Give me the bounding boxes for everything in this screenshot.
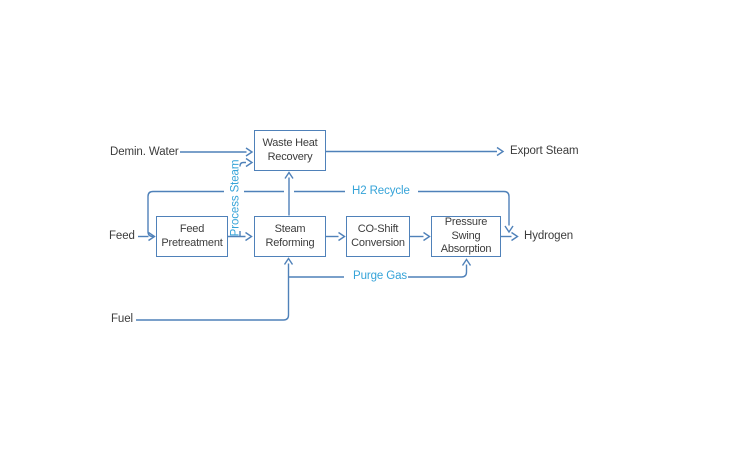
demin-water-line <box>180 147 254 157</box>
purge-gas-line <box>288 258 472 278</box>
reformer-to-whr-line <box>284 171 294 216</box>
box-waste-heat-recovery: Waste Heat Recovery <box>254 130 326 171</box>
stream-label-hydrogen: Hydrogen <box>524 230 574 242</box>
stream-label-export-steam: Export Steam <box>510 145 579 157</box>
stream-label-fuel: Fuel <box>111 313 133 325</box>
h2-recycle-line <box>147 190 514 238</box>
process-steam-line <box>239 157 254 237</box>
reformer-to-shift-line <box>326 231 346 242</box>
stream-label-purge-gas: Purge Gas <box>353 270 408 282</box>
box-co-shift-conversion: CO-Shift Conversion <box>346 216 410 257</box>
feed-line <box>138 231 156 242</box>
stream-label-process-steam: Process Steam <box>229 159 242 237</box>
box-label: Feed Pretreatment <box>161 223 223 249</box>
stream-label-feed: Feed <box>109 230 135 242</box>
export-steam-line <box>326 146 505 157</box>
stream-label-h2-recycle: H2 Recycle <box>352 185 410 197</box>
stream-label-demin-water: Demin. Water <box>110 146 179 158</box>
box-pressure-swing-absorption: Pressure Swing Absorption <box>431 216 501 257</box>
pretreatment-to-reformer-line <box>228 231 253 242</box>
hydrogen-line <box>501 231 519 242</box>
box-label: CO-Shift Conversion <box>351 223 405 249</box>
box-label: Pressure Swing Absorption <box>440 216 492 256</box>
shift-to-psa-line <box>410 231 431 242</box>
box-label: Waste Heat Recovery <box>262 137 318 163</box>
box-feed-pretreatment: Feed Pretreatment <box>156 216 228 257</box>
fuel-line <box>136 257 294 321</box>
box-label: Steam Reforming <box>265 223 315 249</box>
box-steam-reforming: Steam Reforming <box>254 216 326 257</box>
